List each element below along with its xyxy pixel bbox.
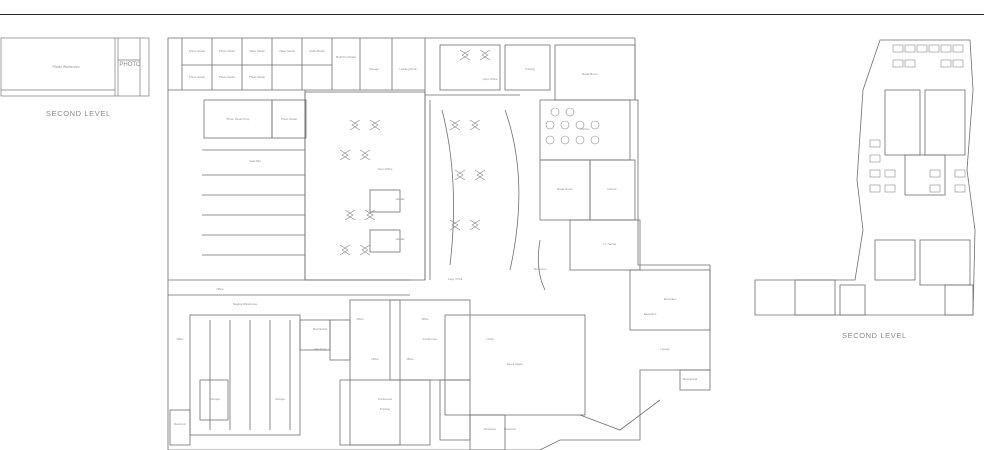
room-label: Huddle — [396, 197, 405, 201]
room-label: Open Office — [378, 167, 393, 171]
room-label-photo: PHOTO — [119, 62, 141, 68]
room-label: Event Space — [507, 362, 523, 366]
room-label: Kitchen — [580, 127, 590, 131]
room-label: Office — [421, 317, 429, 321]
room-label: Reception — [644, 312, 657, 316]
room-label: Photo Studio — [219, 49, 235, 53]
room-label: Storage — [275, 397, 285, 401]
room-label: Workroom — [534, 267, 548, 271]
room-label: Restroom — [174, 422, 187, 426]
room-label: Storage — [210, 397, 220, 401]
room-label: Mechanical — [683, 377, 698, 381]
room-label: Office — [406, 357, 414, 361]
room-label: Video Studio — [249, 49, 265, 53]
room-label: Multi Proj Studio — [336, 55, 357, 59]
room-label: Fitness — [607, 187, 617, 191]
room-label: Restroom — [484, 427, 497, 431]
room-label: Training — [525, 67, 535, 71]
room-label: Staging Warehouse — [233, 302, 258, 306]
room-label: Conference — [378, 397, 393, 401]
level-caption-right: SECOND LEVEL — [842, 331, 907, 340]
room-label: Break Room — [557, 187, 573, 191]
room-label: Conference — [423, 337, 438, 341]
room-label: Mechanical — [313, 327, 328, 331]
room-label: Audio Booth — [309, 49, 325, 53]
room-label: Loading Dock — [399, 67, 417, 71]
room-label: Lobby — [486, 337, 494, 341]
room-label: Photo Studio — [189, 49, 205, 53]
room-label: Electrical — [314, 347, 326, 351]
room-label: Photo Studio — [219, 75, 235, 79]
level-caption-left: SECOND LEVEL — [46, 109, 111, 118]
room-label: Photo Studio — [189, 75, 205, 79]
room-label: Copy / Print — [448, 277, 463, 281]
room-label: Restroom — [504, 427, 517, 431]
room-label: Office — [356, 317, 364, 321]
room-label: Office — [176, 337, 184, 341]
room-label: Photo Studio — [281, 117, 297, 121]
room-label: Lounge — [660, 347, 670, 351]
room-label: Training — [380, 407, 390, 411]
room-label: Huddle — [396, 237, 405, 241]
window-top-bar — [0, 0, 984, 15]
room-label: Break Room — [582, 72, 598, 76]
room-label: Storage — [369, 67, 379, 71]
room-label-photo-workroom: Photo Workroom — [53, 65, 80, 69]
room-label: IT / Server — [603, 242, 616, 246]
room-label: Office — [216, 287, 224, 291]
room-label: Open Office — [483, 77, 498, 81]
room-label: Photo Studio Prep — [227, 117, 250, 121]
room-label: Photo Studio — [249, 75, 265, 79]
second-level-left-plan: Photo Workroom PHOTO — [0, 37, 150, 97]
room-label: Gate Pits — [249, 159, 261, 163]
second-level-right-plan — [754, 39, 976, 316]
room-label: Office — [371, 357, 379, 361]
room-label: Video Studio — [279, 49, 295, 53]
room-label: Reception — [664, 297, 677, 301]
